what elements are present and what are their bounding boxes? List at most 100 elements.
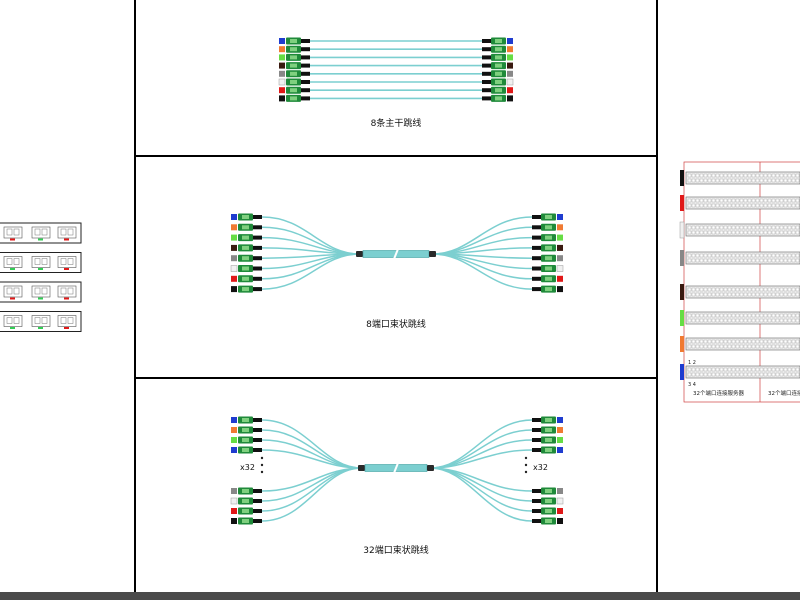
port-cell: [779, 372, 784, 377]
port-cell: [775, 339, 780, 344]
fiber-connector-icon: [279, 37, 310, 45]
port-cell: [795, 367, 800, 372]
port-cell: [763, 372, 768, 377]
port-block-icon: [31, 256, 51, 270]
connector-boot: [301, 63, 310, 68]
connector-latch: [242, 256, 249, 261]
fiber-connector-icon: [532, 213, 563, 221]
port-cell: [719, 178, 724, 183]
port-cell: [775, 203, 780, 208]
port-cell: [707, 344, 712, 349]
connector-boot: [253, 256, 262, 261]
fiber-connector-icon: [532, 416, 563, 424]
fiber-fanout: [429, 449, 533, 469]
port-cell: [751, 367, 756, 372]
port-block-icon: [3, 285, 23, 300]
port-cell: [715, 367, 720, 372]
port-cell: [731, 178, 736, 183]
port-cell: [763, 203, 768, 208]
port-cell: [767, 344, 772, 349]
port-cell: [743, 225, 748, 230]
port-cell: [759, 287, 764, 292]
fiber-connector-icon: [231, 446, 262, 454]
port-frame: [31, 315, 51, 327]
port-cell: [687, 225, 692, 230]
port-cell: [719, 225, 724, 230]
dust-cap-icon: [231, 508, 237, 514]
port-cell: [735, 258, 740, 263]
port-block-icon: [31, 315, 51, 329]
port-cell: [771, 292, 776, 297]
bottom-scrollbar[interactable]: [0, 592, 800, 600]
fiber-connector-icon: [231, 223, 262, 231]
port-cell: [771, 339, 776, 344]
bundle32-multiplier-right: x32: [533, 463, 548, 472]
dust-cap-icon: [231, 447, 237, 453]
port-cell: [707, 313, 712, 318]
port-slot: [34, 228, 41, 236]
port-cell: [731, 230, 736, 235]
port-slot: [41, 317, 48, 324]
port-frame: [57, 315, 77, 327]
port-cell: [691, 367, 696, 372]
port-cell: [771, 318, 776, 323]
fiber-fanout: [261, 467, 363, 522]
dust-cap-icon: [231, 488, 237, 494]
port-cell: [687, 173, 692, 178]
patch-panel-body: [685, 337, 800, 351]
fiber-connector-icon: [532, 517, 563, 525]
port-cell: [731, 367, 736, 372]
port-cell: [743, 367, 748, 372]
dust-cap-icon: [557, 518, 563, 524]
port-cell: [775, 292, 780, 297]
port-cell: [723, 258, 728, 263]
port-cell: [731, 313, 736, 318]
port-cell: [751, 292, 756, 297]
port-cell: [739, 178, 744, 183]
port-cell: [715, 313, 720, 318]
port-cell: [703, 313, 708, 318]
port-cell: [687, 372, 692, 377]
port-cell: [743, 230, 748, 235]
port-cell: [795, 372, 800, 377]
port-cell: [723, 178, 728, 183]
connector-latch: [290, 96, 297, 101]
port-slot: [60, 287, 67, 295]
port-block-icon: [3, 226, 23, 241]
port-cell: [779, 230, 784, 235]
fiber-connector-icon: [532, 426, 563, 434]
port-cell: [719, 313, 724, 318]
connector-latch: [545, 509, 552, 513]
port-cell: [767, 339, 772, 344]
port-cell: [779, 203, 784, 208]
port-cell: [735, 230, 740, 235]
port-cell: [791, 225, 796, 230]
port-cell: [723, 367, 728, 372]
port-cell: [791, 203, 796, 208]
port-cell: [723, 203, 728, 208]
port-cell: [771, 287, 776, 292]
connector-latch: [545, 519, 552, 523]
port-cell: [787, 344, 792, 349]
port-cell: [711, 178, 716, 183]
port-cell: [747, 230, 752, 235]
port-cell: [727, 173, 732, 178]
port-cell: [735, 313, 740, 318]
connector-latch: [545, 489, 552, 493]
port-cell: [711, 372, 716, 377]
port-cell: [727, 339, 732, 344]
fiber-fanout: [431, 247, 533, 255]
port-cell: [703, 367, 708, 372]
fiber-fanout: [431, 226, 533, 255]
port-cell: [783, 372, 788, 377]
port-cell: [731, 287, 736, 292]
row-color-tag: [680, 364, 684, 380]
ellipsis-dot: [524, 463, 528, 467]
port-cell: [743, 253, 748, 258]
port-led: [38, 268, 43, 270]
fiber-fanout: [261, 247, 361, 255]
port-cell: [703, 203, 708, 208]
port-cell: [719, 198, 724, 203]
port-block-icon: [3, 256, 23, 270]
port-cell: [751, 173, 756, 178]
